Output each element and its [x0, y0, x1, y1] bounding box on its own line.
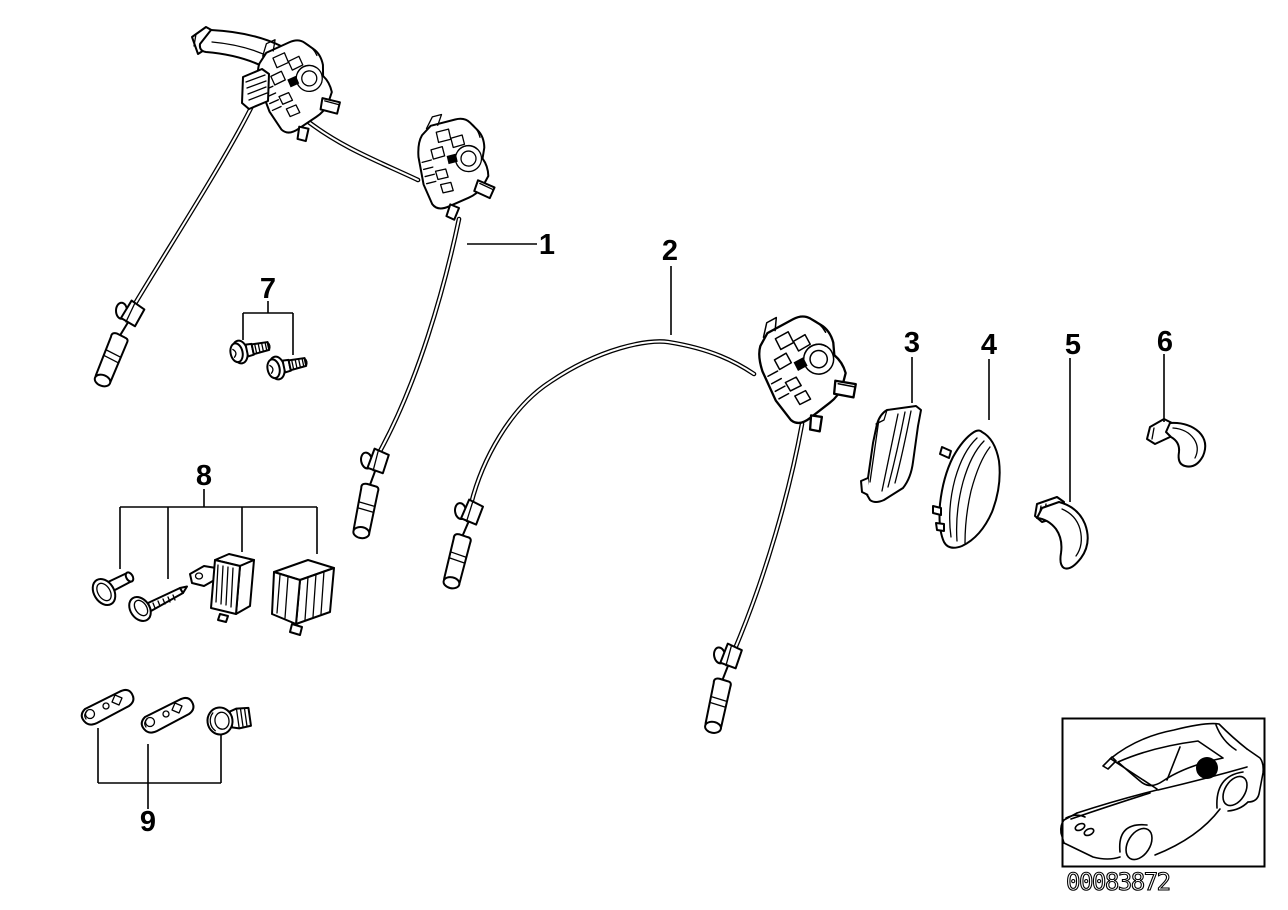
ribbed-guide-block [241, 68, 270, 110]
leader-line-9 [97, 728, 222, 809]
latch-bracket-lower [412, 112, 501, 224]
part-4-trim-cover [932, 429, 1001, 549]
callout-4: 4 [981, 329, 997, 361]
screw-icon [227, 333, 274, 367]
group-7-screws [227, 301, 311, 383]
screw-icon [264, 349, 311, 383]
part-2-backrest-unlock-mechanism [435, 304, 864, 737]
latch-bracket [751, 304, 864, 441]
leader-line-7 [242, 301, 294, 355]
tapping-screw-icon [128, 585, 188, 622]
part-3-trim-bracket [860, 405, 922, 503]
thumbnail-frame [1061, 717, 1266, 868]
part-1-backrest-unlock-mechanism [86, 26, 501, 542]
callout-8: 8 [196, 460, 212, 492]
location-dot [1196, 757, 1218, 779]
drawing-number: 00083872 [1066, 868, 1170, 896]
cable-end-fitting-icon [435, 495, 485, 593]
rivet-icon [91, 571, 135, 607]
car-position-thumbnail: 00083872 [1060, 717, 1266, 897]
cable-end-fitting-icon [345, 445, 391, 542]
part-5-handle-trim [1034, 496, 1089, 570]
group-9-link-plates [80, 688, 252, 809]
part-6-handle-trim-small [1146, 418, 1207, 468]
link-plate-icon [80, 688, 135, 726]
cable-end-fitting-icon [697, 640, 744, 737]
link-plate-icon [140, 696, 195, 734]
round-screw-icon [206, 706, 252, 736]
clip-icon [189, 553, 255, 623]
callouts: 1 2 3 4 5 6 7 8 9 [140, 229, 1173, 838]
callout-9: 9 [140, 806, 156, 838]
callout-2: 2 [662, 235, 678, 267]
callout-1: 1 [539, 229, 555, 261]
callout-5: 5 [1065, 329, 1081, 361]
car-outline [1060, 722, 1264, 861]
ribbed-clip-icon [271, 559, 335, 636]
callout-3: 3 [904, 327, 920, 359]
callout-6: 6 [1157, 326, 1173, 358]
cable-end-fitting-icon [86, 294, 147, 392]
leader-line-8 [119, 489, 318, 579]
callout-7: 7 [260, 273, 276, 305]
group-8-fasteners [91, 489, 335, 636]
